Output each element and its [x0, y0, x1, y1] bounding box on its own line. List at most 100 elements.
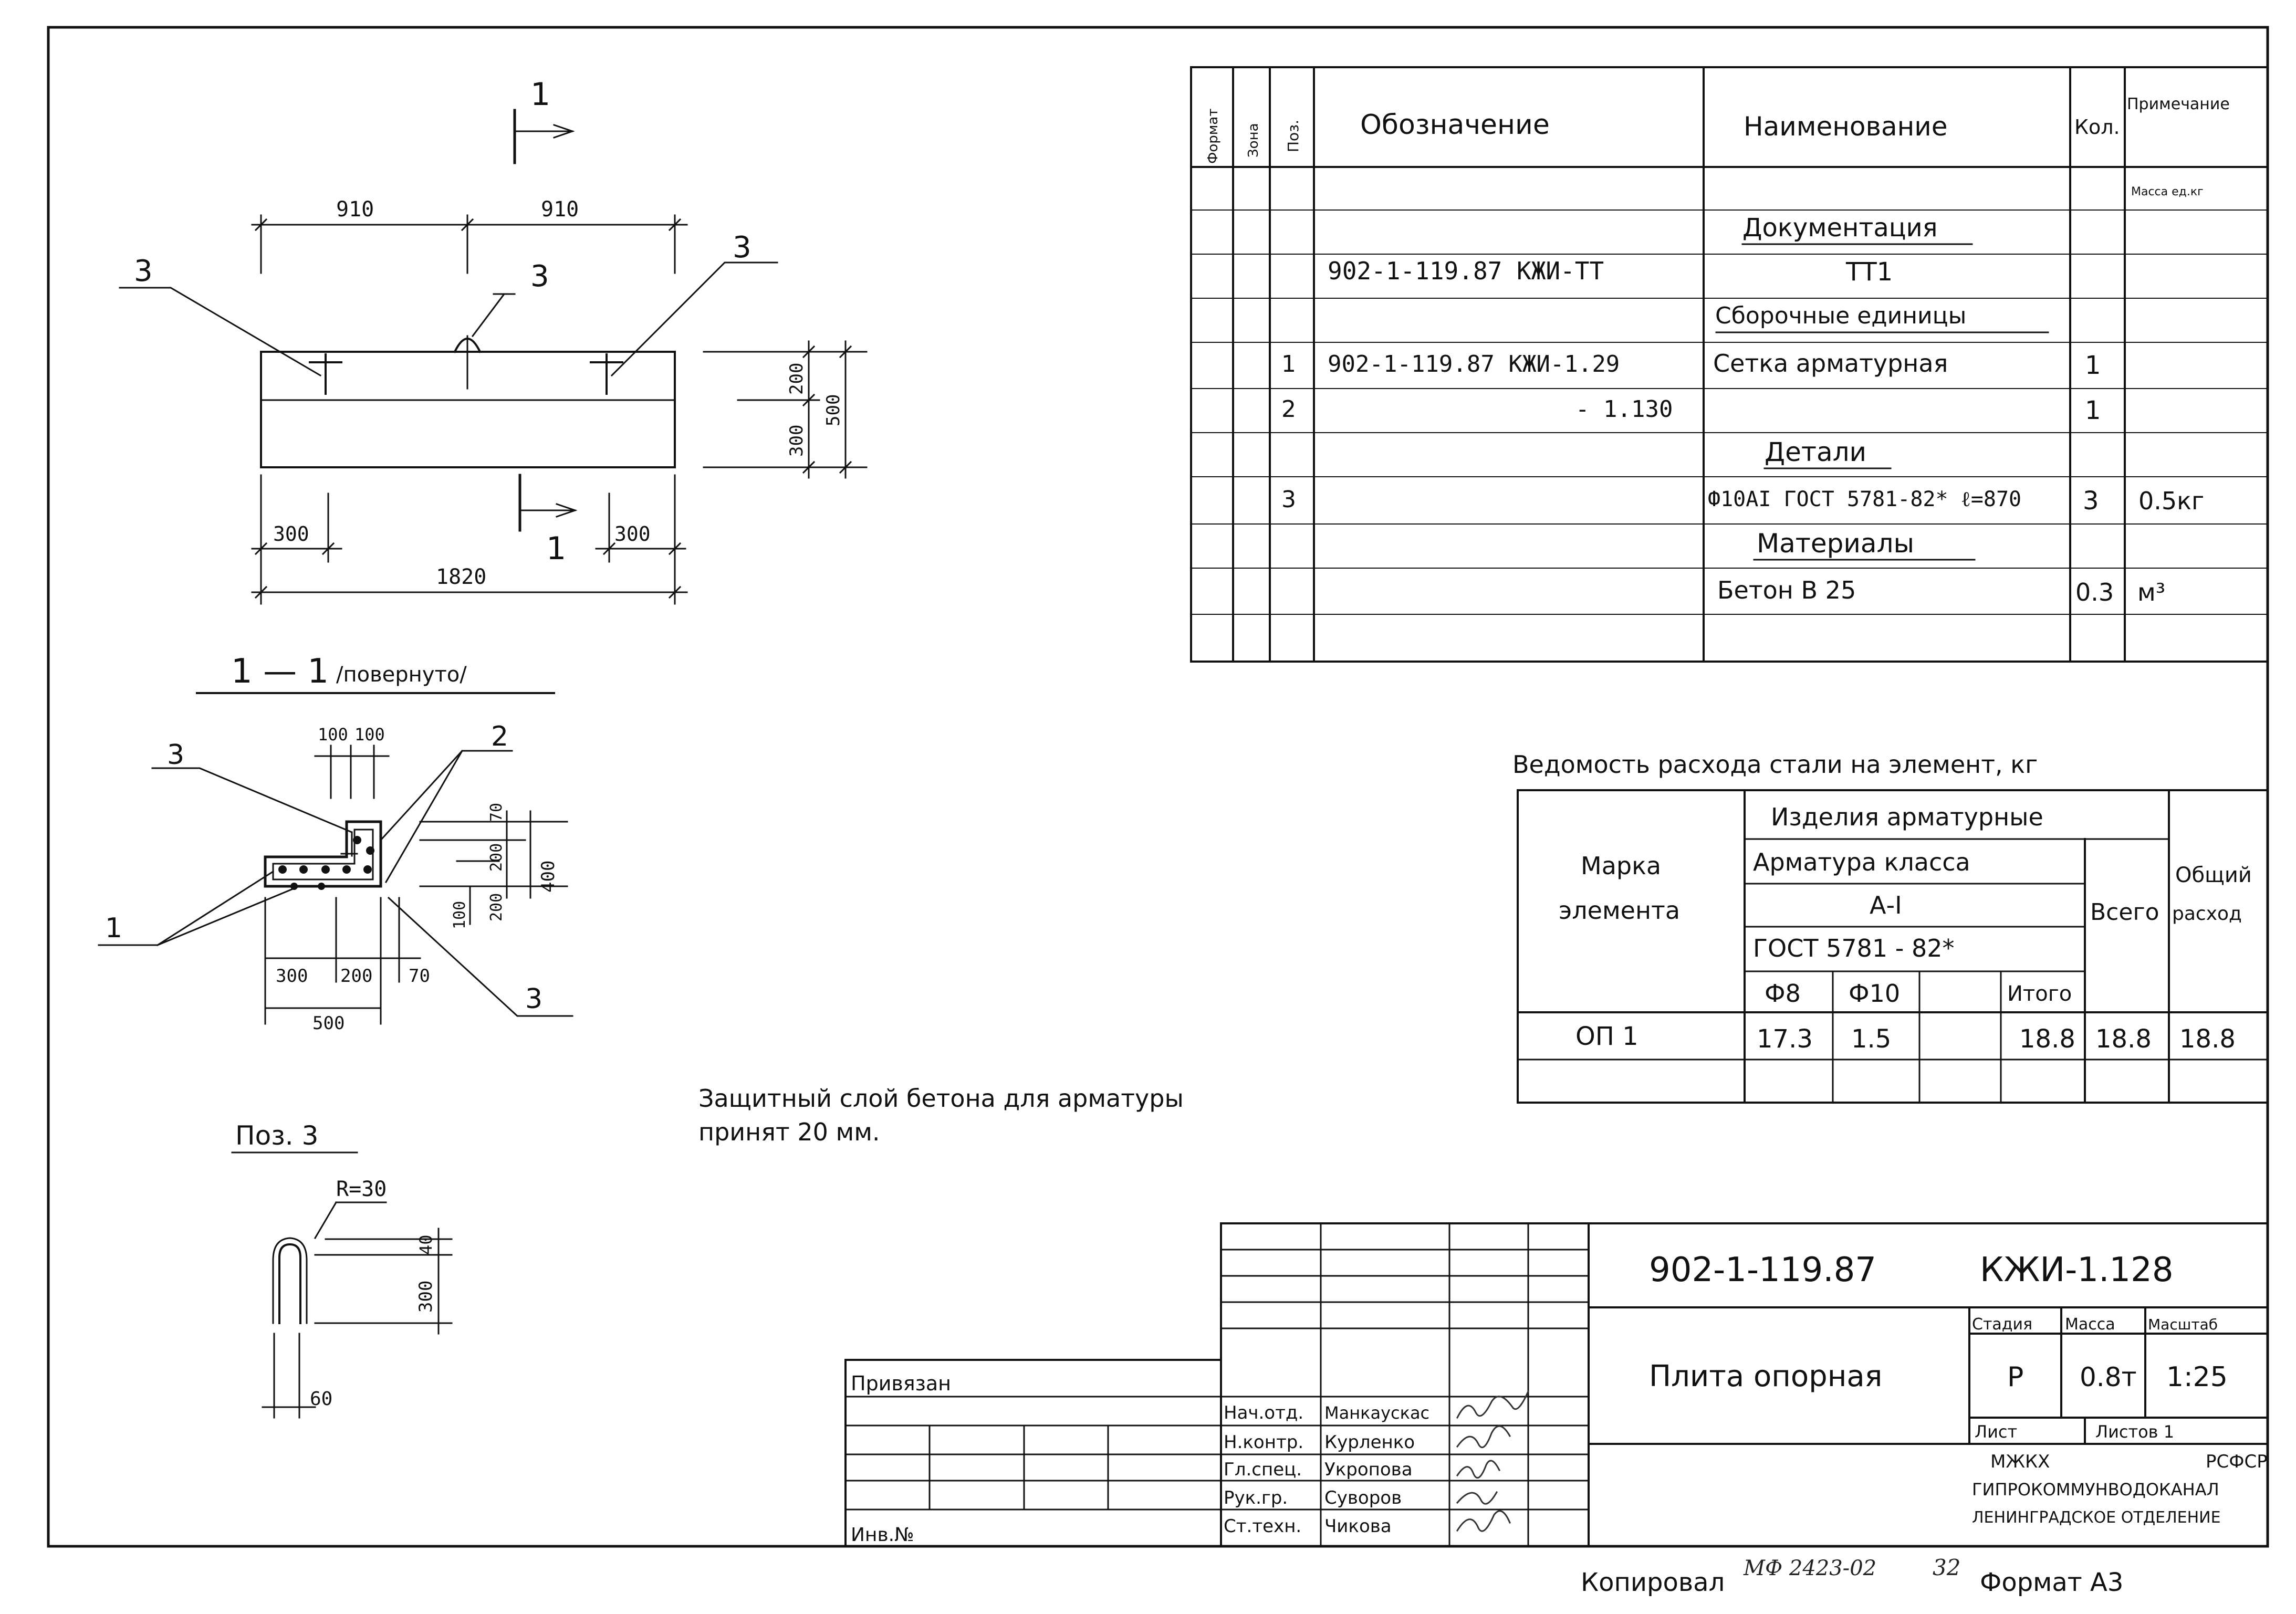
tb-role-3: Рук.гр.: [1224, 1487, 1288, 1508]
spec-r3-designation: 902-1-119.87 КЖИ-1.29: [1328, 351, 1620, 378]
tb-role-4: Ст.техн.: [1224, 1516, 1301, 1537]
sec-dim-r70: 70: [487, 803, 506, 822]
tb-role-1: Н.контр.: [1224, 1432, 1303, 1453]
spec-r0-name: Документация: [1742, 213, 1938, 243]
sec-dim-r400: 400: [538, 861, 559, 893]
tb-designation: 902-1-119.87: [1649, 1251, 1876, 1290]
signature-5: [1456, 1510, 1511, 1532]
steel-h-class: Арматура класса: [1753, 848, 1970, 876]
steel-h-all: Всего: [2090, 899, 2159, 926]
steel-r-all: 18.8: [2095, 1024, 2152, 1054]
section-text: 1 — 1 /повернуто/ 100 100 70 200 200 100…: [105, 652, 559, 1034]
spec-r6-note: 0.5кг: [2138, 487, 2204, 515]
pos3-d60: 60: [310, 1388, 332, 1410]
pos3-radius: R=30: [336, 1177, 387, 1201]
spec-r1-name: ТТ1: [1845, 257, 1893, 287]
signature-2: [1456, 1425, 1511, 1449]
signature-3: [1456, 1460, 1501, 1479]
tb-stage-label: Стадия: [1972, 1315, 2032, 1334]
section-mark-top: 1: [530, 76, 550, 113]
hdr-format: Формат: [1205, 109, 1221, 164]
hdr-name: Наименование: [1744, 111, 1948, 142]
tb-role-0: Нач.отд.: [1224, 1402, 1303, 1423]
section-mark-lines: [513, 109, 578, 532]
dim-half1: 910: [336, 197, 374, 222]
tb-name-1: Курленко: [1324, 1432, 1415, 1453]
steel-r-total: 18.8: [2019, 1024, 2075, 1054]
sec-dim-r100: 100: [451, 901, 469, 929]
dim-h500: 500: [823, 394, 844, 426]
steel-h-gost: ГОСТ 5781 - 82*: [1753, 934, 1955, 962]
tb-mass: 0.8т: [2080, 1362, 2137, 1392]
spec-underlines: [1715, 243, 2049, 561]
tb-org2: ГИПРОКОММУНВОДОКАНАЛ: [1972, 1480, 2219, 1500]
tb-mass-label: Масса: [2065, 1315, 2115, 1334]
note: Защитный слой бетона для арматуры принят…: [698, 1084, 1184, 1146]
pos3-title: Поз. 3: [235, 1120, 318, 1151]
tb-stage: Р: [2007, 1361, 2023, 1393]
spec-r8-qty: 0.3: [2075, 578, 2114, 606]
tb-name-3: Суворов: [1324, 1487, 1402, 1508]
tb-sheets-label: Листов 1: [2095, 1422, 2174, 1442]
steel-r-d8: 17.3: [1757, 1024, 1813, 1054]
section-callouts: [98, 749, 573, 1017]
spec-r5-name: Детали: [1765, 437, 1866, 467]
section-title-text: 1 — 1: [231, 652, 329, 691]
spec-table: [1190, 66, 2269, 663]
footer-sheet-no: 32: [1933, 1555, 1960, 1580]
steel-h-d8: Ф8: [1765, 979, 1801, 1008]
steel-h-element-1: Марка: [1581, 852, 1661, 880]
spec-r4-designation: - 1.130: [1575, 396, 1673, 423]
sec-dim-b300: 300: [276, 966, 308, 987]
tb-scale: 1:25: [2166, 1361, 2228, 1393]
tb-mark: КЖИ-1.128: [1980, 1251, 2174, 1290]
pos3-d40: 40: [416, 1234, 436, 1255]
plan-dims: [251, 214, 868, 605]
sheet-frame: [47, 26, 2269, 1548]
spec-r7-name: Материалы: [1757, 528, 1914, 559]
spec-r8-note: м³: [2137, 578, 2165, 606]
tb-title: Плита опорная: [1649, 1359, 1882, 1393]
spec-row-lines: [1191, 209, 2268, 615]
section-bars: [278, 836, 374, 890]
sec-dim-b500: 500: [312, 1013, 345, 1034]
signatures: [1456, 1390, 1529, 1532]
steel-h-d10: Ф10: [1849, 979, 1900, 1008]
hdr-qty: Кол.: [2074, 116, 2120, 139]
spec-rows: Документация 902-1-119.87 КЖИ-ТТ ТТ1 Сбо…: [1281, 213, 2204, 606]
spec-r3-pos: 1: [1281, 351, 1296, 378]
tb-org1: МЖКХ: [1990, 1451, 2050, 1472]
signature-4: [1456, 1491, 1498, 1505]
title-block-grid: [844, 1222, 1590, 1547]
spec-r3-name: Сетка арматурная: [1713, 349, 1948, 378]
spec-r4-qty: 1: [2085, 396, 2101, 425]
title-block-text: 902-1-119.87 КЖИ-1.128 Плита опорная Ста…: [851, 1251, 2268, 1546]
dim-edge-left: 300: [273, 522, 309, 546]
sec-callout-3b: 3: [525, 983, 542, 1015]
plan-text: 1 1 910 910 1820 300 300 200 300 500 3 3…: [134, 76, 844, 589]
sec-callout-3a: 3: [167, 739, 184, 771]
section-mark-bottom: 1: [546, 530, 566, 567]
dim-edge-right: 300: [614, 522, 651, 546]
plan-callouts: [119, 261, 778, 377]
steel-text: Марка элемента Изделия арматурные Армату…: [1559, 803, 2252, 1054]
steel-r-d10: 1.5: [1851, 1024, 1891, 1054]
spec-r8-name: Бетон В 25: [1717, 576, 1856, 604]
dim-h300: 300: [786, 425, 807, 457]
steel-r-general: 18.8: [2179, 1024, 2236, 1054]
sec-dim-b70: 70: [409, 966, 430, 987]
pos3-d300: 300: [415, 1281, 436, 1313]
section-subtitle: /повернуто/: [336, 663, 467, 687]
sec-dim-top2: 100: [354, 725, 385, 745]
note-line1: Защитный слой бетона для арматуры: [698, 1084, 1184, 1113]
sec-callout-2: 2: [491, 721, 508, 752]
hdr-zone: Зона: [1246, 123, 1261, 158]
steel-r-element: ОП 1: [1575, 1022, 1638, 1051]
callout-left: 3: [134, 254, 153, 288]
spec-r6-pos: 3: [1281, 486, 1296, 513]
tb-org1b: РСФСР: [2206, 1451, 2268, 1472]
footer-number: МФ 2423-02: [1743, 1556, 1876, 1580]
footer-copied: Копировал: [1581, 1568, 1725, 1597]
signature-1: [1456, 1390, 1529, 1419]
